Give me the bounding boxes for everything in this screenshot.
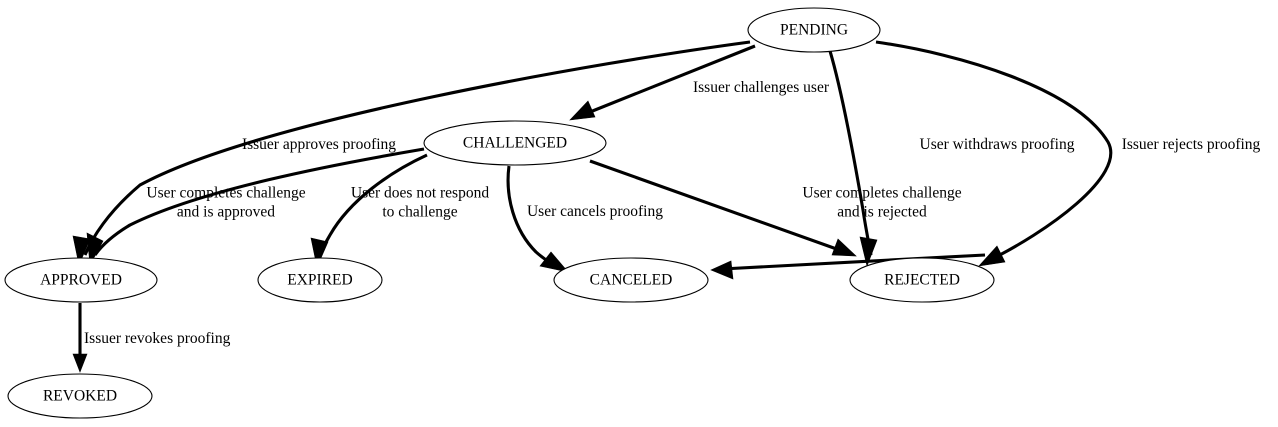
edge-approved-revoked	[72, 303, 88, 373]
edge-label-line: User does not respond	[351, 184, 489, 201]
edge-label-pending-approved: Issuer approves proofing	[242, 136, 396, 153]
edge-label-line: User completes challenge	[146, 184, 305, 201]
edge-challenged-rejected	[589, 159, 857, 257]
node-label-expired: EXPIRED	[287, 272, 352, 289]
edge-label-pending-rejected-reject: Issuer rejects proofing	[1122, 136, 1261, 153]
edge-pending-approved	[72, 40, 751, 267]
edge-label-challenged-canceled: User cancels proofing	[527, 203, 663, 220]
edge-rejected-canceled	[710, 253, 986, 280]
edge-line-pending-approved	[83, 40, 751, 256]
arrowhead-icon	[72, 353, 88, 373]
edge-labels-layer: Issuer approves proofing Issuer challenge…	[84, 79, 1261, 347]
edge-label-line: Issuer challenges user	[693, 79, 830, 96]
nodes-layer: PENDING CHALLENGED APPROVED EXPIRED CANCELED…	[4, 7, 995, 419]
edge-pending-challenged	[569, 44, 756, 121]
edge-label-line: Issuer rejects proofing	[1122, 136, 1261, 153]
arrowhead-icon	[310, 237, 329, 268]
edge-label-pending-challenged: Issuer challenges user	[693, 79, 830, 96]
edge-line-pending-rejected-reject	[875, 40, 1113, 263]
node-label-challenged: CHALLENGED	[463, 135, 567, 152]
arrowhead-icon	[569, 100, 596, 121]
edge-line-challenged-rejected	[589, 159, 846, 254]
node-shape-challenged[interactable]	[423, 120, 607, 166]
edge-pending-rejected-reject	[875, 40, 1113, 267]
node-shape-rejected[interactable]	[849, 257, 995, 303]
edge-line-challenged-approved	[93, 147, 425, 256]
arrowhead-icon	[859, 236, 878, 268]
node-shape-revoked[interactable]	[7, 373, 153, 419]
node-label-canceled: CANCELED	[590, 272, 673, 289]
node-shape-approved[interactable]	[4, 257, 158, 303]
node-label-rejected: REJECTED	[884, 272, 960, 289]
edge-challenged-approved	[86, 147, 425, 267]
node-canceled[interactable]: CANCELED	[553, 257, 709, 303]
edge-label-line: and is rejected	[837, 203, 927, 220]
edge-label-challenged-rejected: User completes challenge and is rejected	[802, 184, 961, 220]
node-shape-pending[interactable]	[747, 7, 881, 53]
node-challenged[interactable]: CHALLENGED	[423, 120, 607, 166]
edge-label-line: User completes challenge	[802, 184, 961, 201]
node-expired[interactable]: EXPIRED	[257, 257, 383, 303]
arrowhead-icon	[86, 232, 104, 267]
edges-layer	[72, 40, 1113, 373]
edge-label-line: User cancels proofing	[527, 203, 663, 220]
arrowhead-icon	[72, 235, 91, 267]
edge-label-approved-revoked: Issuer revokes proofing	[84, 330, 231, 347]
edge-pending-rejected-withdraw	[828, 50, 878, 268]
edge-label-line: Issuer approves proofing	[242, 136, 396, 153]
arrowhead-icon	[831, 238, 857, 257]
node-label-approved: APPROVED	[40, 272, 122, 289]
node-rejected[interactable]: REJECTED	[849, 257, 995, 303]
node-label-pending: PENDING	[780, 22, 848, 39]
edge-line-pending-rejected-withdraw	[828, 50, 873, 256]
node-shape-canceled[interactable]	[553, 257, 709, 303]
edge-label-pending-rejected-withdraw: User withdraws proofing	[920, 136, 1075, 153]
arrowhead-icon	[539, 251, 569, 273]
edge-label-line: to challenge	[382, 203, 457, 220]
edge-label-line: Issuer revokes proofing	[84, 330, 231, 347]
node-approved[interactable]: APPROVED	[4, 257, 158, 303]
arrowhead-icon	[978, 245, 1006, 267]
edge-line-rejected-canceled	[721, 253, 986, 271]
edge-label-line: User withdraws proofing	[920, 136, 1075, 153]
node-pending[interactable]: PENDING	[747, 7, 881, 53]
edge-line-pending-challenged	[579, 44, 756, 118]
arrowhead-icon	[710, 260, 734, 280]
edge-label-challenged-approved: User completes challenge and is approved	[146, 184, 305, 220]
node-label-revoked: REVOKED	[43, 388, 117, 405]
edge-challenged-canceled	[506, 165, 569, 273]
node-revoked[interactable]: REVOKED	[7, 373, 153, 419]
node-shape-expired[interactable]	[257, 257, 383, 303]
edge-label-challenged-expired: User does not respond to challenge	[351, 184, 489, 220]
edge-label-line: and is approved	[177, 203, 275, 220]
edge-challenged-expired	[310, 153, 428, 268]
